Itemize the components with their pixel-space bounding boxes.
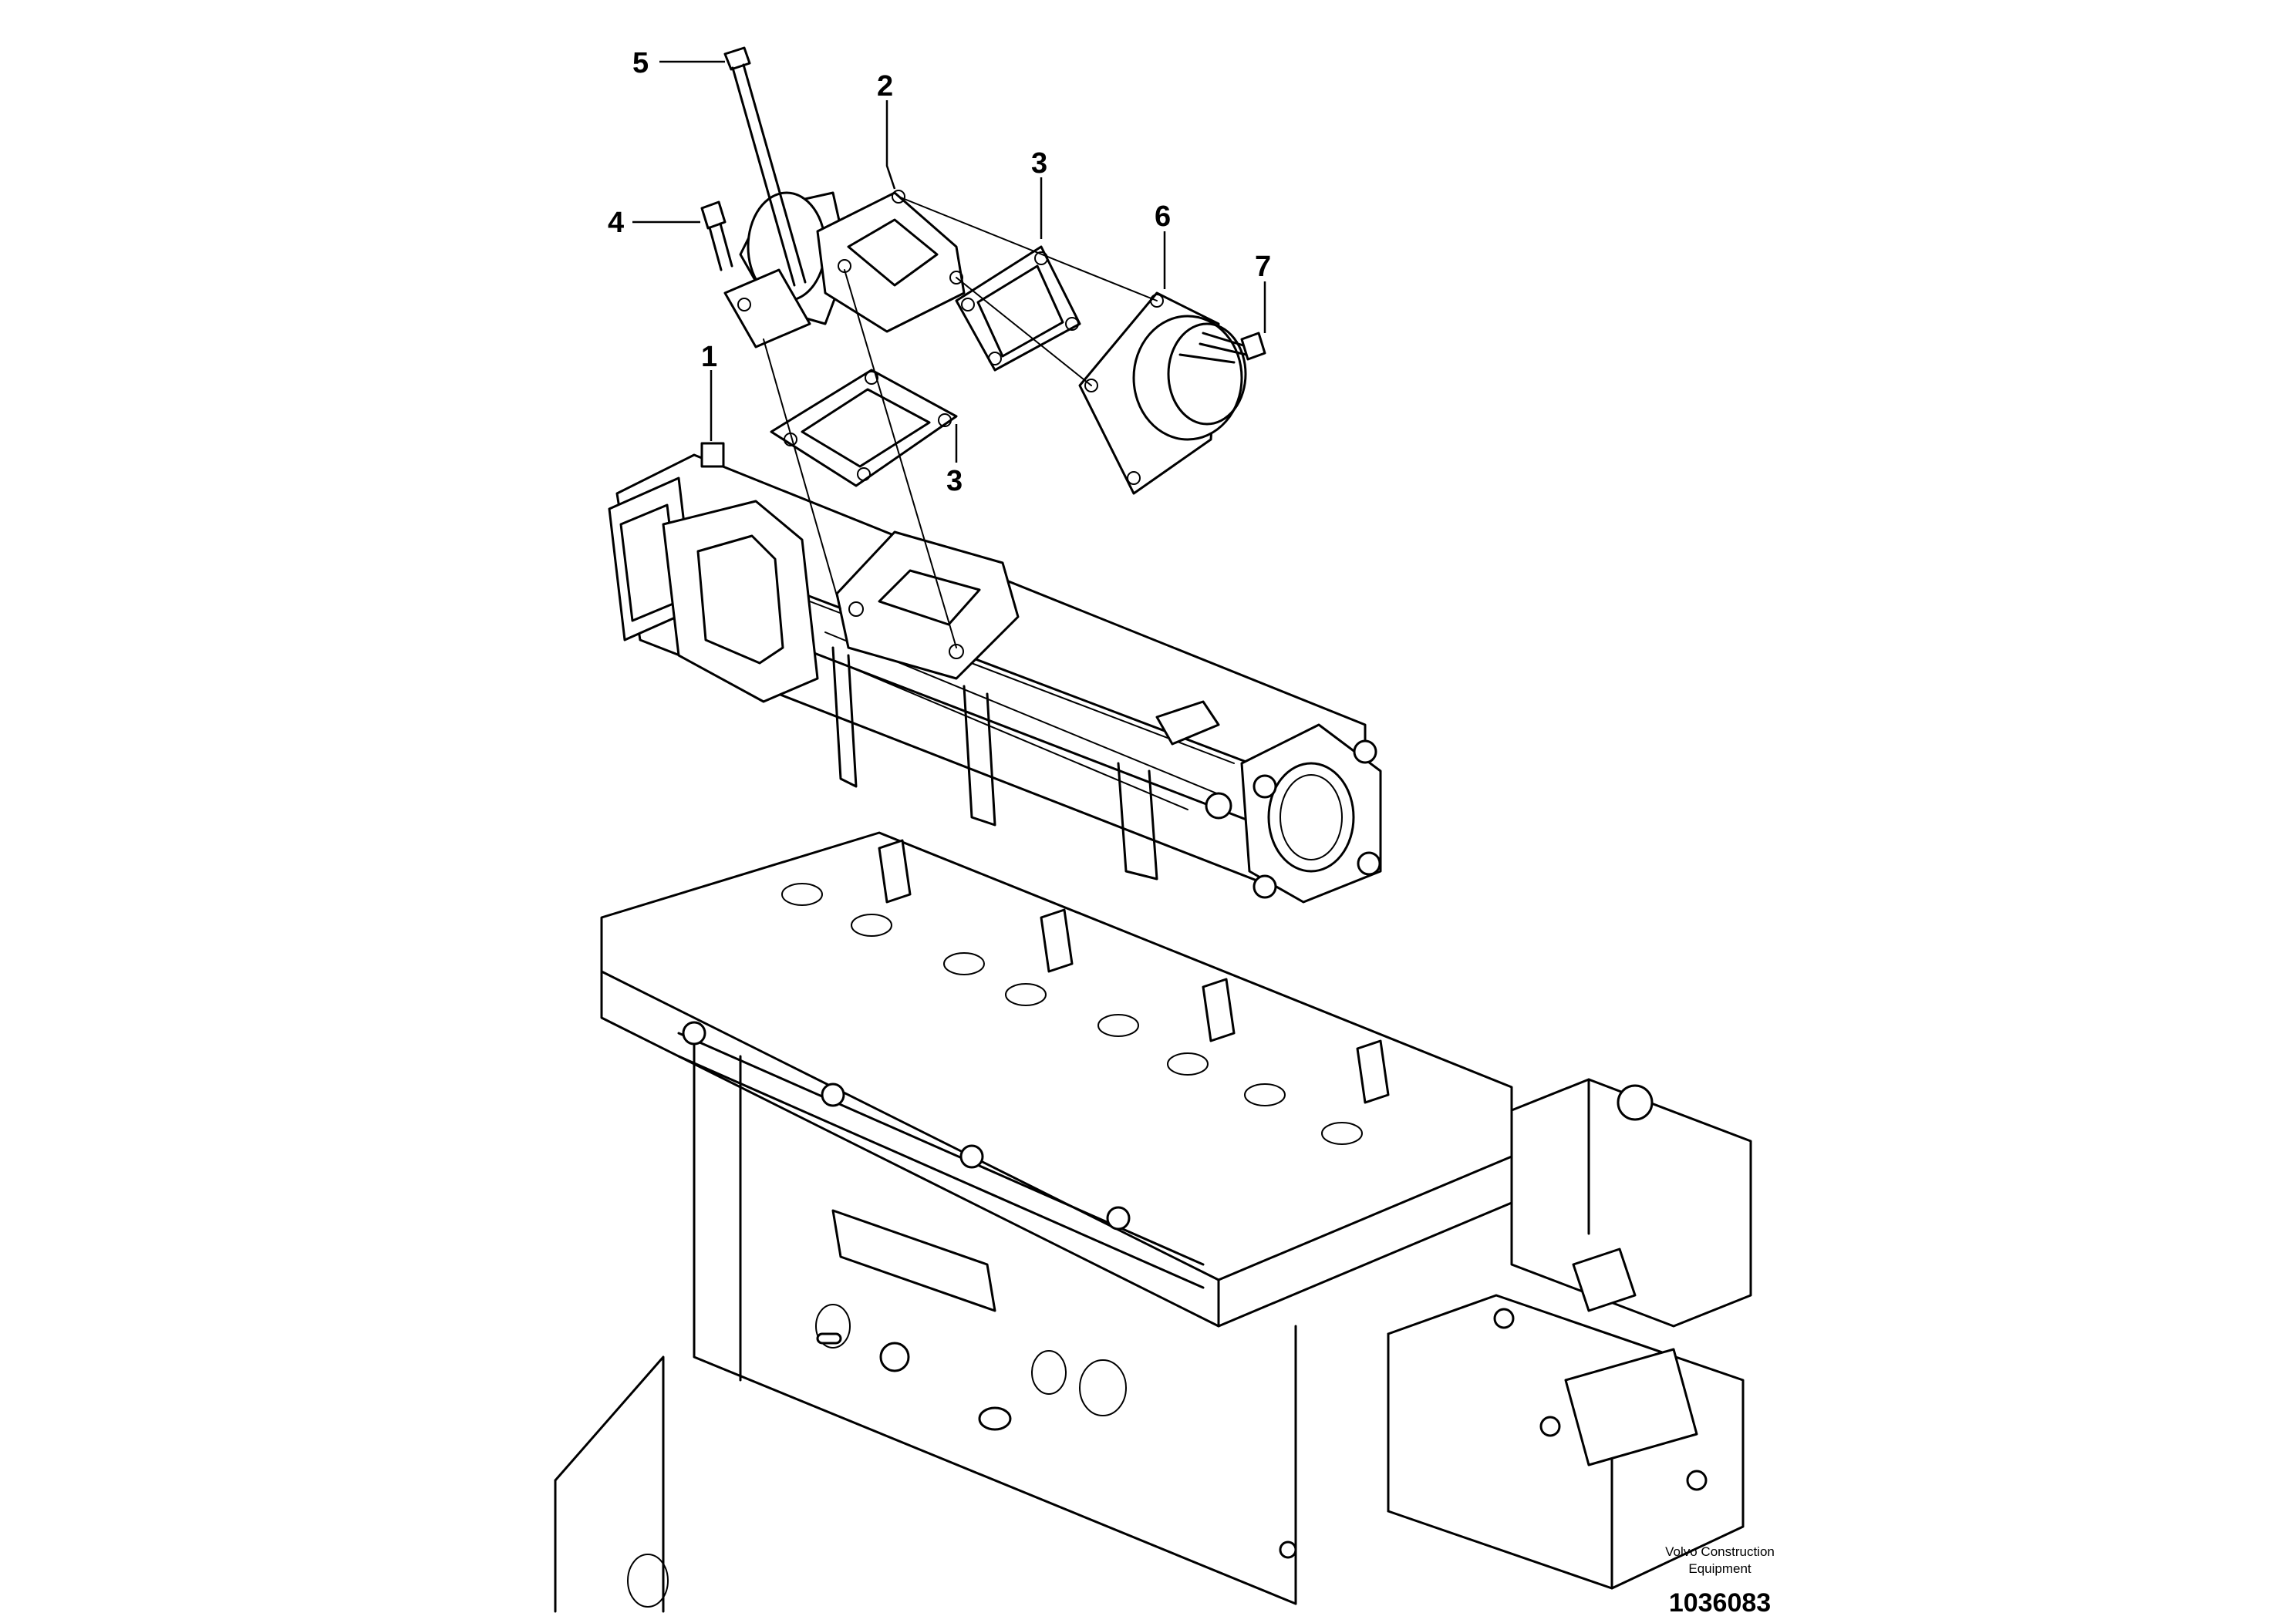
callout-5: 5: [632, 47, 649, 79]
assembly-lines: [763, 196, 1158, 648]
callout-4: 4: [608, 207, 624, 239]
brand-line-1: Volvo Construction: [1665, 1544, 1775, 1559]
bolt-flange: [1199, 332, 1266, 361]
callout-6: 6: [1155, 200, 1171, 233]
engine-cylinder-head: [600, 831, 1513, 1328]
bolt-long: [723, 46, 807, 287]
callout-3-upper: 3: [1031, 147, 1047, 180]
gasket-upper: [955, 245, 1081, 372]
brand-line-2: Equipment: [1688, 1561, 1752, 1576]
exhaust-manifold: [608, 442, 1382, 904]
callouts: 5 2 3 6 4 7 1 3: [608, 47, 1271, 497]
callout-2: 2: [877, 70, 893, 103]
bolt-short: [700, 200, 733, 271]
callout-7: 7: [1255, 251, 1271, 283]
gasket-lower: [770, 369, 958, 487]
callout-leaders: [632, 60, 1266, 463]
drawing-number: 1036083: [1669, 1588, 1771, 1618]
callout-1: 1: [701, 341, 717, 373]
drawing-footer: Volvo Construction Equipment 1036083: [1665, 1544, 1775, 1618]
engine-block: [554, 1021, 1297, 1613]
outlet-flange: [1078, 291, 1247, 495]
high-pressure-pump: [1387, 1078, 1752, 1590]
callout-3-lower: 3: [946, 465, 963, 497]
exhaust-elbow: [723, 190, 966, 349]
